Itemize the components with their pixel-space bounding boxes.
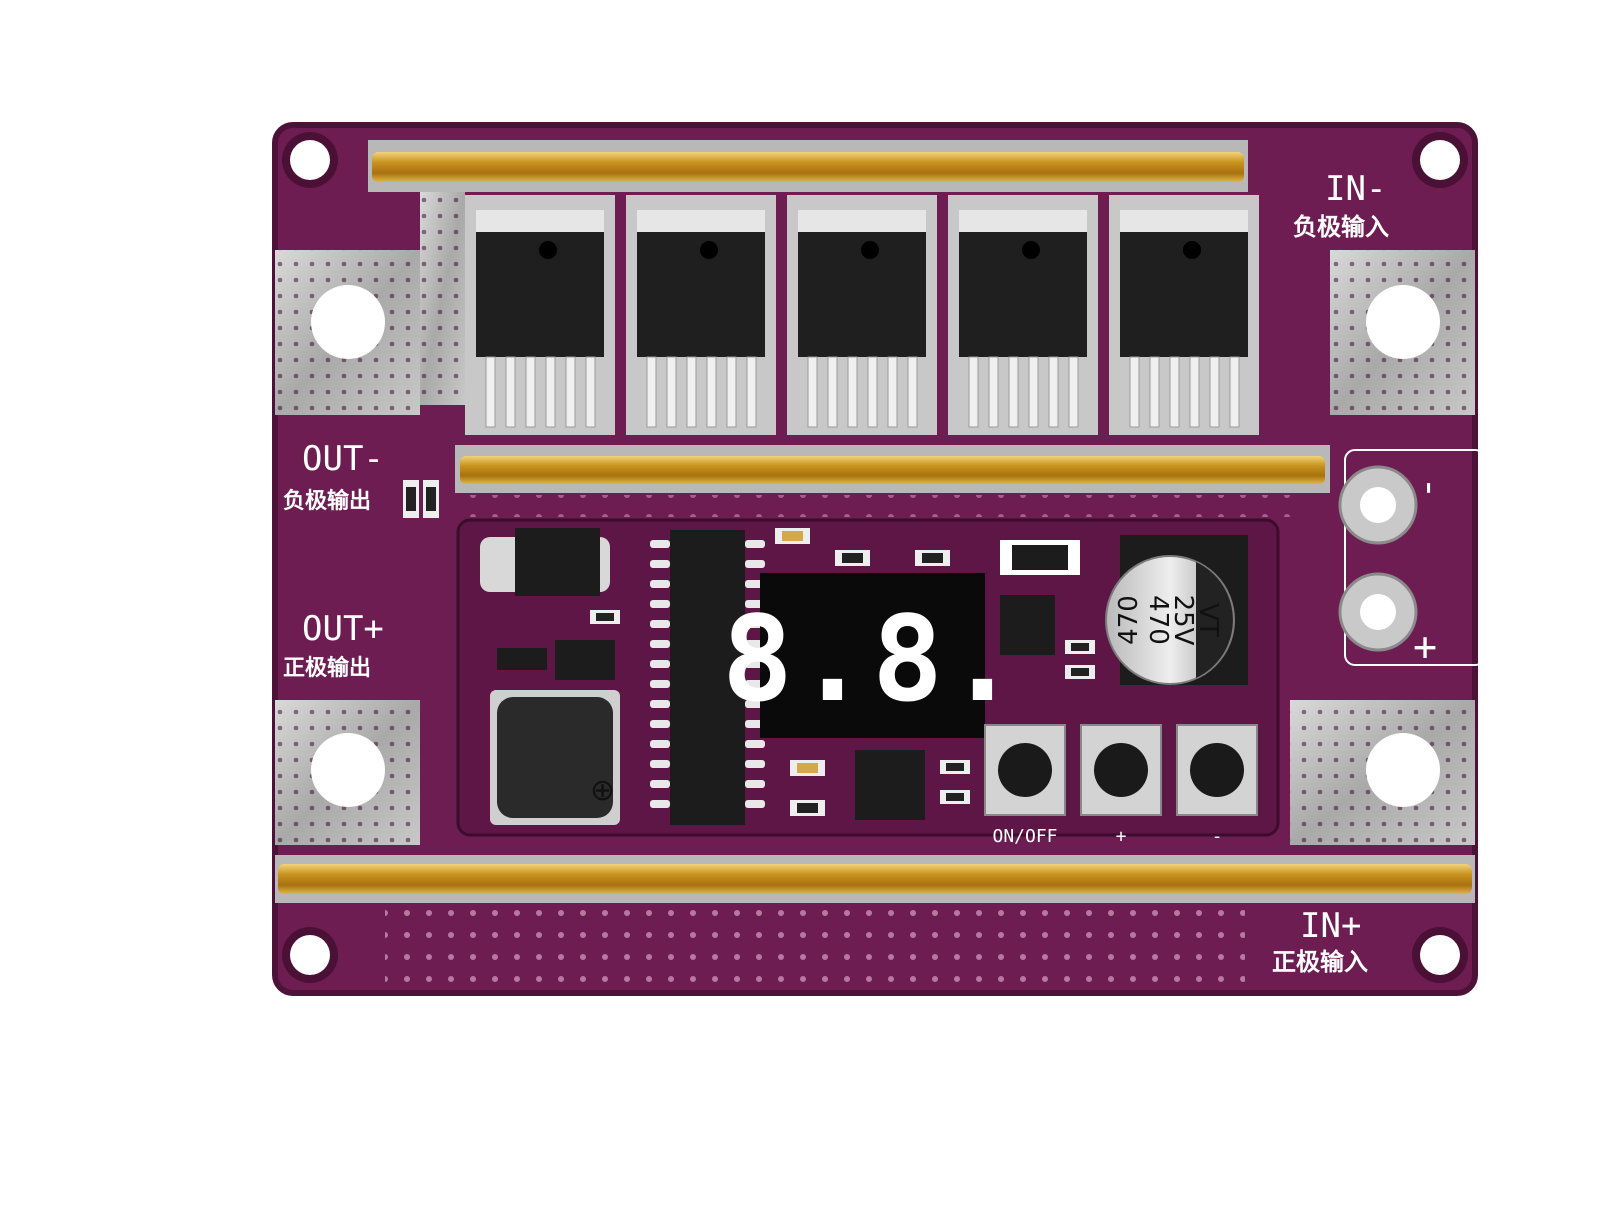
button-label: - (1212, 826, 1223, 847)
ic-pin (650, 720, 670, 728)
ic-pin (650, 540, 670, 548)
mosfet-row (465, 195, 1259, 435)
mounting-holes (282, 132, 1468, 983)
button-label: + (1116, 826, 1127, 847)
ic-pin (745, 800, 765, 808)
electrolytic-capacitor: 470 470 25V VT (1105, 535, 1248, 685)
capacitor-line2-text: 25V (1168, 595, 1198, 646)
mosfet (465, 195, 615, 435)
in-minus-cn-label: 负极输入 (1293, 212, 1389, 241)
mosfet (1109, 195, 1259, 435)
terminal-plus-label: + (1413, 624, 1437, 670)
tactile-button[interactable]: + (1080, 724, 1162, 847)
capacitor-line1: 470 (1114, 595, 1144, 645)
ic-pin (650, 640, 670, 648)
display-digits: 8.8. (722, 590, 1022, 728)
ic-pin (650, 780, 670, 788)
ic-pin (650, 700, 670, 708)
gold-bus-bars (275, 140, 1475, 903)
svg-text:⊕: ⊕ (590, 773, 615, 808)
ic-pin (650, 600, 670, 608)
in-minus-label: IN- (1325, 169, 1386, 209)
ic-pin (650, 760, 670, 768)
small-transistors (497, 540, 1080, 680)
microcontroller-ic (650, 530, 765, 825)
ic-pin (650, 740, 670, 748)
ic-pin (745, 780, 765, 788)
ic-pin (650, 800, 670, 808)
capacitor-line3-text: VT (1193, 603, 1223, 637)
pcb-inner-shade (272, 122, 1478, 996)
ic-pin (745, 560, 765, 568)
ic-pin (650, 660, 670, 668)
buzzer: ⊕ (490, 690, 620, 825)
smd-passives (403, 480, 1095, 816)
power-terminals: - + (1338, 449, 1486, 670)
ic-pin (745, 760, 765, 768)
button-label: ON/OFF (992, 826, 1057, 847)
terminal-minus-label: - (1409, 477, 1453, 500)
ic-pin (650, 580, 670, 588)
soic-chip (855, 750, 925, 820)
in-plus-label: IN+ (1300, 906, 1361, 946)
ic-pin (650, 680, 670, 688)
seven-segment-display: 8.8. (722, 573, 1022, 738)
regulator-ic (480, 528, 610, 596)
ic-pin (650, 620, 670, 628)
ic-pin (745, 740, 765, 748)
tactile-button[interactable]: ON/OFF (984, 724, 1066, 847)
mosfet (626, 195, 776, 435)
tactile-button[interactable]: - (1176, 724, 1258, 847)
out-plus-label: OUT+ (302, 609, 384, 649)
mosfet (787, 195, 937, 435)
in-plus-cn-label: 正极输入 (1272, 947, 1368, 976)
ic-pin (650, 560, 670, 568)
via-field-bottom (385, 905, 1245, 985)
via-field-mid (455, 495, 1305, 517)
mosfet (948, 195, 1098, 435)
silver-pads (275, 190, 1475, 845)
ic-pin (745, 540, 765, 548)
out-minus-label: OUT- (302, 439, 384, 479)
out-plus-cn-label: 正极输出 (283, 655, 371, 681)
capacitor-line1-text: 470 (1143, 595, 1173, 645)
tactile-buttons: ON/OFF + - (984, 724, 1258, 847)
out-minus-cn-label: 负极输出 (283, 488, 371, 514)
